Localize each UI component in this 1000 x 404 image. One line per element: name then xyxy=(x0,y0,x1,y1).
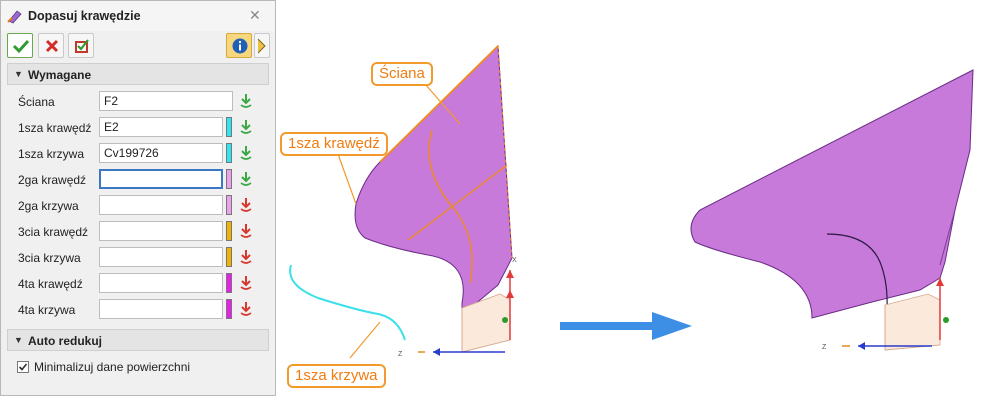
ok-button[interactable] xyxy=(7,33,33,58)
pick-red-icon[interactable] xyxy=(239,275,253,291)
collapse-triangle-icon: ▼ xyxy=(14,335,23,345)
row-label: 1sza krzywa xyxy=(18,147,85,161)
pick-green-icon[interactable] xyxy=(239,93,253,109)
color-swatch[interactable] xyxy=(226,221,232,241)
pick-green-icon[interactable] xyxy=(239,171,253,187)
row-input-field[interactable] xyxy=(99,273,223,293)
first-curve xyxy=(289,264,406,341)
row-label: 4ta krzywa xyxy=(18,303,76,317)
row-label: 3cia krzywa xyxy=(18,251,81,265)
row-label: 3cia krawędź xyxy=(18,225,89,239)
color-swatch[interactable] xyxy=(226,299,232,319)
svg-text:Z: Z xyxy=(822,344,827,351)
dialog-title: Dopasuj krawędzie xyxy=(28,9,141,23)
row-label: 2ga krzywa xyxy=(18,199,79,213)
color-swatch[interactable] xyxy=(226,247,232,267)
svg-text:X: X xyxy=(512,257,517,264)
auto-reduce-section-header[interactable]: ▼ Auto redukuj xyxy=(7,329,269,351)
first-curve-callout: 1sza krzywa xyxy=(287,364,386,388)
pick-red-icon[interactable] xyxy=(239,301,253,317)
color-swatch[interactable] xyxy=(226,273,232,293)
info-icon xyxy=(232,38,248,54)
info-button[interactable] xyxy=(226,33,252,58)
row-label: 2ga krawędź xyxy=(18,173,87,187)
row-input-field[interactable] xyxy=(99,299,223,319)
minimize-surface-checkbox[interactable] xyxy=(17,361,29,373)
dialog-titlebar: Dopasuj krawędzie ✕ xyxy=(1,1,275,31)
pick-red-icon[interactable] xyxy=(239,223,253,239)
next-icon xyxy=(257,38,266,54)
required-section-header[interactable]: ▼ Wymagane xyxy=(7,63,269,85)
checkmark-icon xyxy=(18,363,28,371)
result-surface xyxy=(690,69,974,319)
row-input-field[interactable]: Cv199726 xyxy=(99,143,223,163)
check-icon xyxy=(12,39,30,54)
first-edge-callout: 1sza krawędź xyxy=(280,132,388,156)
pick-green-icon[interactable] xyxy=(239,119,253,135)
pick-red-icon[interactable] xyxy=(239,197,253,213)
color-swatch[interactable] xyxy=(226,169,232,189)
triad-left: X Z xyxy=(398,257,517,358)
row-label: Ściana xyxy=(18,95,55,109)
required-section-title: Wymagane xyxy=(28,68,92,82)
svg-text:Z: Z xyxy=(398,351,403,358)
color-swatch[interactable] xyxy=(226,117,232,137)
row-label: 4ta krawędź xyxy=(18,277,83,291)
cancel-button[interactable] xyxy=(38,33,64,58)
x-icon xyxy=(45,39,59,53)
input-surface xyxy=(354,44,513,317)
result-arrow xyxy=(560,312,692,340)
pick-red-icon[interactable] xyxy=(239,249,253,265)
row-input-field[interactable] xyxy=(99,247,223,267)
color-swatch[interactable] xyxy=(226,195,232,215)
row-input-field[interactable] xyxy=(99,169,223,189)
fit-edges-dialog: Dopasuj krawędzie ✕ ▼ Wymagane Ś xyxy=(0,0,276,396)
row-label: 1sza krawędź xyxy=(18,121,92,135)
pick-green-icon[interactable] xyxy=(239,145,253,161)
minimize-surface-label: Minimalizuj dane powierzchni xyxy=(34,360,191,374)
color-swatch[interactable] xyxy=(226,143,232,163)
row-input-field[interactable]: F2 xyxy=(99,91,233,111)
apply-icon xyxy=(75,39,89,53)
auto-reduce-section-title: Auto redukuj xyxy=(28,334,102,348)
face-callout: Ściana xyxy=(371,62,433,86)
triad-right: Z xyxy=(822,278,949,351)
next-panel-button[interactable] xyxy=(254,33,270,58)
row-input-field[interactable]: E2 xyxy=(99,117,223,137)
fit-edges-icon xyxy=(7,8,23,24)
apply-button[interactable] xyxy=(68,33,94,58)
row-input-field[interactable] xyxy=(99,195,223,215)
row-input-field[interactable] xyxy=(99,221,223,241)
collapse-triangle-icon: ▼ xyxy=(14,69,23,79)
close-icon[interactable]: ✕ xyxy=(249,7,261,23)
